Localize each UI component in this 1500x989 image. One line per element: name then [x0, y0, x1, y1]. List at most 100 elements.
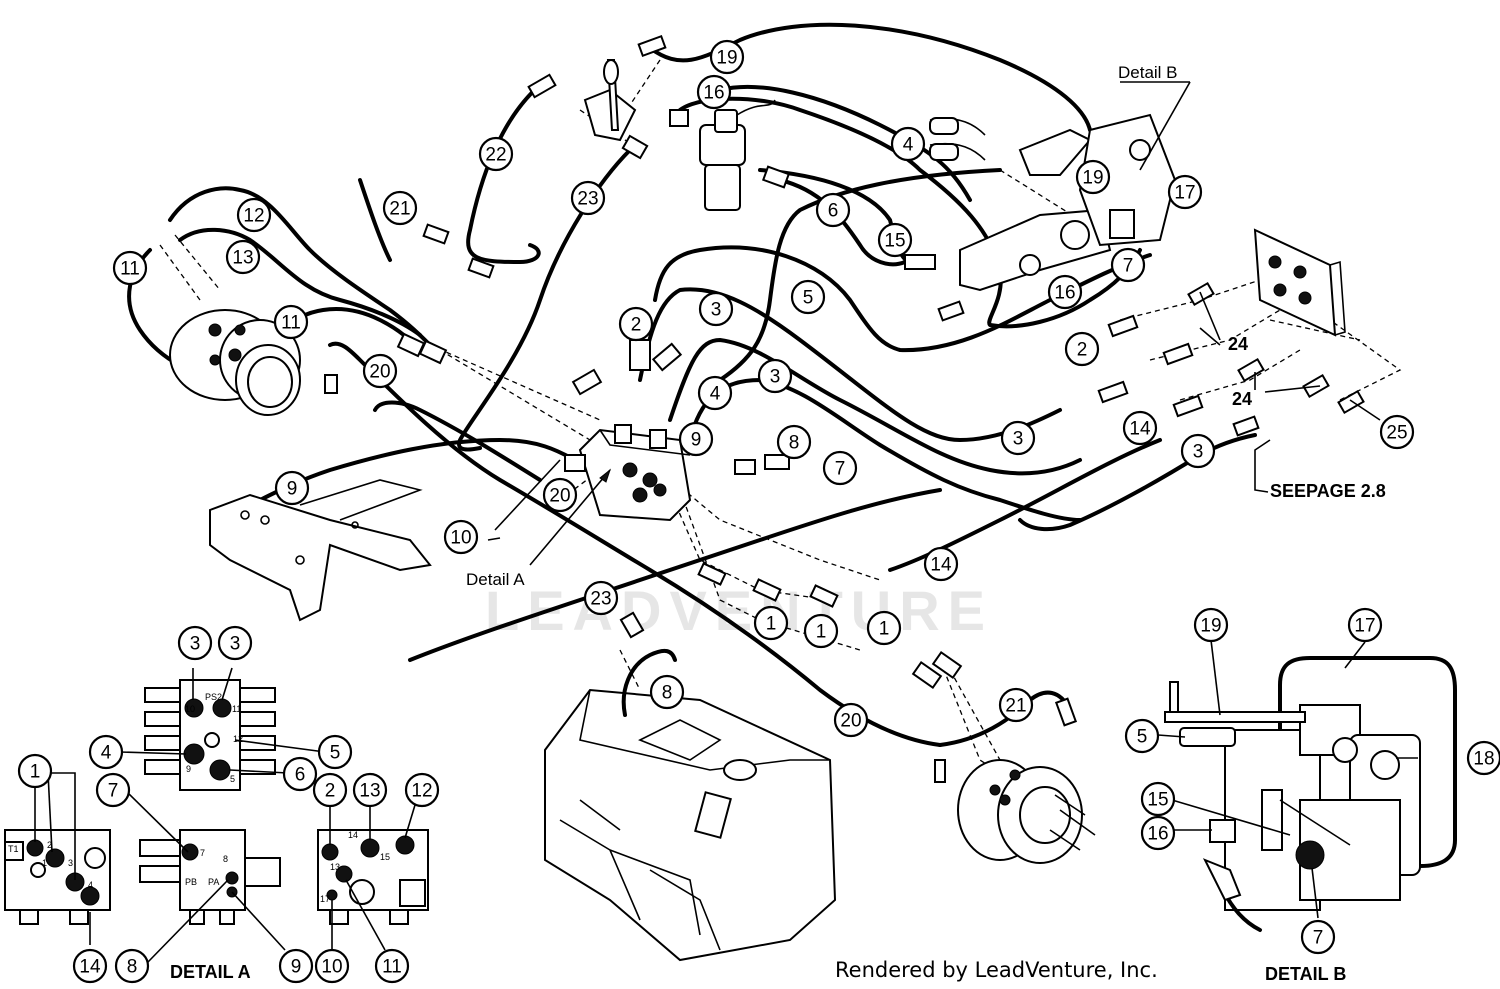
- callout-7: 7: [1300, 919, 1336, 955]
- callout-20: 20: [833, 702, 869, 738]
- svg-text:12: 12: [411, 781, 432, 802]
- fitting-24-label-b: 24: [1232, 389, 1252, 409]
- svg-text:20: 20: [840, 711, 861, 732]
- svg-text:7: 7: [108, 781, 119, 802]
- detail-a-label: Detail A: [466, 570, 525, 589]
- svg-text:17: 17: [1174, 183, 1195, 204]
- callout-1: 1: [866, 610, 902, 646]
- callout-9: 9: [678, 421, 714, 457]
- svg-text:13: 13: [232, 248, 253, 269]
- callout-2: 2: [618, 306, 654, 342]
- svg-text:9: 9: [691, 430, 702, 451]
- svg-text:18: 18: [1473, 749, 1494, 770]
- callout-23: 23: [570, 180, 606, 216]
- callout-12: 12: [404, 772, 440, 808]
- callout-11: 11: [273, 304, 309, 340]
- callout-2: 2: [312, 772, 348, 808]
- callout-19: 19: [709, 39, 745, 75]
- svg-text:16: 16: [1147, 824, 1168, 845]
- svg-text:2: 2: [325, 781, 336, 802]
- callout-7: 7: [822, 450, 858, 486]
- port-mark: 11: [232, 704, 241, 714]
- svg-text:2: 2: [631, 315, 642, 336]
- callout-3: 3: [757, 358, 793, 394]
- fitting-24-label-a: 24: [1228, 334, 1248, 354]
- svg-text:8: 8: [662, 683, 673, 704]
- svg-text:13: 13: [359, 781, 380, 802]
- fittings: [324, 34, 1365, 783]
- svg-text:4: 4: [710, 384, 721, 405]
- svg-text:5: 5: [803, 288, 814, 309]
- port-mark: 10: [185, 704, 195, 714]
- callout-5: 5: [317, 734, 353, 770]
- svg-text:23: 23: [577, 189, 598, 210]
- valve-block: [564, 424, 692, 522]
- svg-text:22: 22: [485, 145, 506, 166]
- callout-25: 25: [1379, 414, 1415, 450]
- svg-text:19: 19: [1200, 616, 1221, 637]
- svg-text:1: 1: [766, 614, 777, 635]
- svg-text:3: 3: [230, 634, 241, 655]
- callout-13: 13: [225, 239, 261, 275]
- callout-23: 23: [583, 580, 619, 616]
- svg-text:15: 15: [1147, 790, 1168, 811]
- svg-text:1: 1: [816, 622, 827, 643]
- callout-4: 4: [697, 375, 733, 411]
- svg-text:3: 3: [1193, 442, 1204, 463]
- port-mark: 3: [68, 858, 73, 868]
- callout-5: 5: [1124, 718, 1160, 754]
- port-mark: PA: [208, 877, 219, 887]
- callout-1: 1: [803, 613, 839, 649]
- svg-text:6: 6: [295, 765, 306, 786]
- callout-20: 20: [362, 353, 398, 389]
- callout-19: 19: [1075, 159, 1111, 195]
- port-mark: 8: [223, 854, 228, 864]
- svg-text:6: 6: [828, 201, 839, 222]
- callout-7: 7: [95, 772, 131, 808]
- callout-13: 13: [352, 772, 388, 808]
- watermark: LEADVENTURE: [485, 579, 993, 642]
- callout-11: 11: [112, 250, 148, 286]
- callout-3: 3: [217, 625, 253, 661]
- port-mark: 2: [47, 840, 52, 850]
- callout-1: 1: [17, 753, 53, 789]
- svg-text:9: 9: [291, 957, 302, 978]
- svg-text:21: 21: [1005, 696, 1026, 717]
- svg-text:14: 14: [1129, 419, 1151, 440]
- svg-text:3: 3: [1013, 429, 1024, 450]
- callout-14: 14: [923, 546, 959, 582]
- svg-text:1: 1: [879, 619, 890, 640]
- callout-8: 8: [649, 674, 685, 710]
- port-mark: PS2: [205, 692, 222, 702]
- detail-b-drawing: [1157, 639, 1457, 932]
- leader-lines: [487, 81, 1381, 566]
- svg-text:17: 17: [1354, 616, 1375, 637]
- callout-11: 11: [374, 948, 410, 984]
- credit-text: Rendered by LeadVenture, Inc.: [835, 958, 1158, 982]
- callout-6: 6: [282, 756, 318, 792]
- svg-text:12: 12: [243, 206, 264, 227]
- hydraulic-tank: [544, 648, 837, 962]
- svg-text:10: 10: [450, 528, 471, 549]
- svg-text:7: 7: [835, 459, 846, 480]
- callout-21: 21: [998, 687, 1034, 723]
- detail-a-title: DETAIL A: [170, 962, 251, 982]
- callout-18: 18: [1466, 740, 1500, 776]
- right-wheel-motor: [957, 759, 1096, 864]
- callout-19: 19: [1193, 607, 1229, 643]
- svg-text:21: 21: [389, 199, 410, 220]
- svg-text:2: 2: [1077, 340, 1088, 361]
- port-mark: 1: [42, 858, 47, 868]
- callout-1: 1: [753, 605, 789, 641]
- svg-text:14: 14: [79, 957, 101, 978]
- callout-21: 21: [382, 190, 418, 226]
- callout-4: 4: [88, 734, 124, 770]
- mounting-bracket: [209, 479, 432, 622]
- callout-14: 14: [1122, 410, 1158, 446]
- callout-7: 7: [1110, 247, 1146, 283]
- svg-text:3: 3: [190, 634, 201, 655]
- svg-text:5: 5: [330, 743, 341, 764]
- detail-b-label: Detail B: [1118, 63, 1178, 82]
